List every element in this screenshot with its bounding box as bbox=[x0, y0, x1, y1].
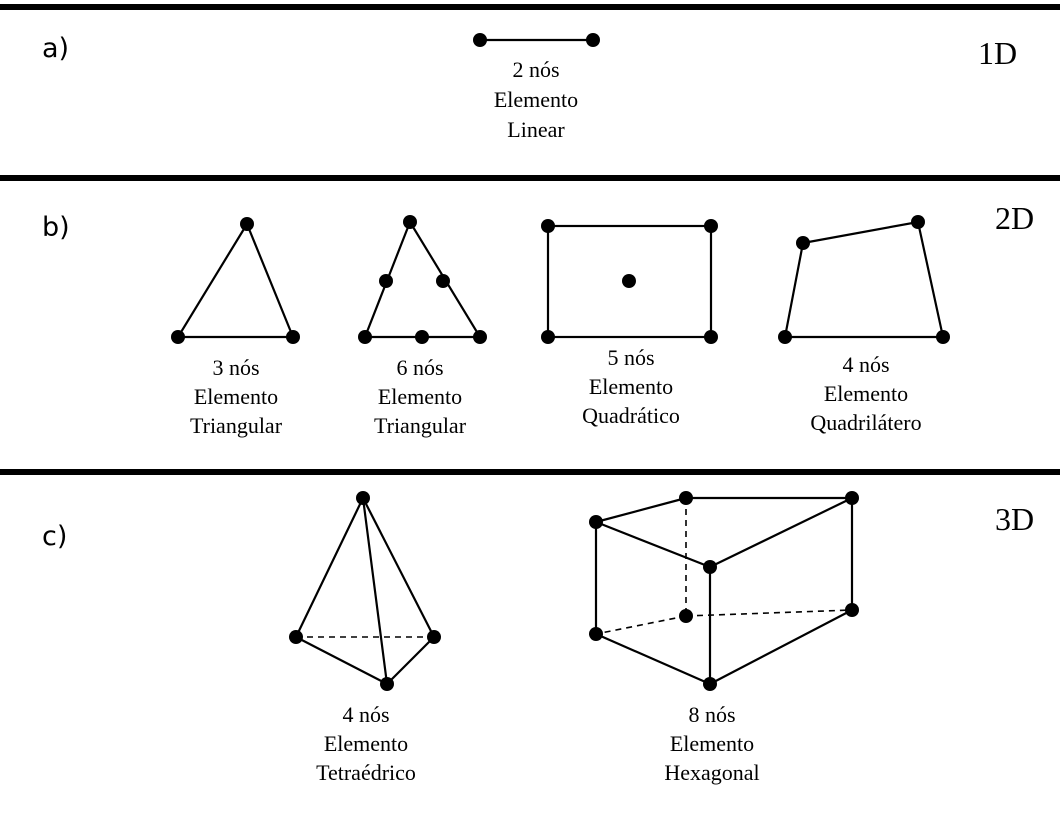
node bbox=[679, 491, 693, 505]
hexahedral-8-node-element bbox=[589, 491, 859, 691]
node bbox=[286, 330, 300, 344]
element-node-count: 6 nós bbox=[396, 355, 443, 380]
element-edge bbox=[361, 496, 389, 686]
element-edges bbox=[546, 224, 713, 339]
panel-letter-c: c) bbox=[42, 521, 67, 552]
element-edge bbox=[594, 520, 712, 569]
element-word: Elemento bbox=[494, 87, 578, 112]
node bbox=[589, 515, 603, 529]
node bbox=[589, 627, 603, 641]
dimension-label-2d: 2D bbox=[995, 200, 1034, 236]
node bbox=[403, 215, 417, 229]
element-edge bbox=[385, 635, 436, 686]
quadratic-5-node-element bbox=[541, 219, 718, 344]
element-edge bbox=[294, 635, 389, 686]
tetrahedral-4-node-element bbox=[289, 491, 441, 691]
node bbox=[380, 677, 394, 691]
node bbox=[541, 219, 555, 233]
element-word: Elemento bbox=[378, 384, 462, 409]
node bbox=[240, 217, 254, 231]
element-word: Elemento bbox=[589, 374, 673, 399]
node bbox=[541, 330, 555, 344]
panel-2d: b) 2D 3 nós Elemento Triangular 6 nós El… bbox=[42, 200, 1034, 438]
element-type: Quadrilátero bbox=[810, 410, 921, 435]
hidden-edge bbox=[685, 609, 853, 617]
element-edge bbox=[294, 496, 365, 639]
element-node-count: 8 nós bbox=[688, 702, 735, 727]
node bbox=[703, 560, 717, 574]
node bbox=[427, 630, 441, 644]
node bbox=[473, 33, 487, 47]
node bbox=[704, 219, 718, 233]
node bbox=[436, 274, 450, 288]
node bbox=[415, 330, 429, 344]
node bbox=[936, 330, 950, 344]
element-edge bbox=[594, 632, 712, 686]
triangle-6-node-element bbox=[358, 215, 487, 344]
node bbox=[911, 215, 925, 229]
element-edge bbox=[708, 496, 854, 569]
node bbox=[778, 330, 792, 344]
hidden-edge bbox=[595, 615, 687, 635]
element-edge bbox=[708, 608, 854, 686]
element-node-count: 2 nós bbox=[512, 57, 559, 82]
node bbox=[356, 491, 370, 505]
element-type: Hexagonal bbox=[664, 760, 759, 785]
node bbox=[703, 677, 717, 691]
node bbox=[473, 330, 487, 344]
element-word: Elemento bbox=[824, 381, 908, 406]
element-type: Linear bbox=[507, 117, 565, 142]
element-type: Tetraédrico bbox=[316, 760, 416, 785]
panel-letter-b: b) bbox=[42, 212, 70, 243]
panel-letter-a: a) bbox=[42, 33, 69, 64]
panel-3d: c) 3D 4 nós Elemento Tetraédrico bbox=[42, 491, 1034, 785]
dimension-label-3d: 3D bbox=[995, 501, 1034, 537]
triangle-3-node-element bbox=[171, 217, 300, 344]
node bbox=[845, 491, 859, 505]
element-node-count: 5 nós bbox=[607, 345, 654, 370]
node bbox=[796, 236, 810, 250]
quadrilateral-4-node-element bbox=[778, 215, 950, 344]
node bbox=[358, 330, 372, 344]
element-type: Quadrático bbox=[582, 403, 680, 428]
element-type: Triangular bbox=[374, 413, 467, 438]
element-edge bbox=[361, 496, 436, 639]
element-node-count: 4 nós bbox=[842, 352, 889, 377]
linear-element bbox=[473, 33, 600, 47]
panel-1d: a) 1D 2 nós Elemento Linear bbox=[42, 33, 1017, 142]
node bbox=[379, 274, 393, 288]
node bbox=[289, 630, 303, 644]
element-node-count: 4 nós bbox=[342, 702, 389, 727]
element-word: Elemento bbox=[324, 731, 408, 756]
node bbox=[704, 330, 718, 344]
dimension-label-1d: 1D bbox=[978, 35, 1017, 71]
node bbox=[171, 330, 185, 344]
node bbox=[586, 33, 600, 47]
element-edges bbox=[176, 221, 295, 339]
node bbox=[679, 609, 693, 623]
element-word: Elemento bbox=[194, 384, 278, 409]
node bbox=[622, 274, 636, 288]
element-edge bbox=[594, 496, 688, 524]
element-word: Elemento bbox=[670, 731, 754, 756]
element-node-count: 3 nós bbox=[212, 355, 259, 380]
element-type: Triangular bbox=[190, 413, 283, 438]
node bbox=[845, 603, 859, 617]
